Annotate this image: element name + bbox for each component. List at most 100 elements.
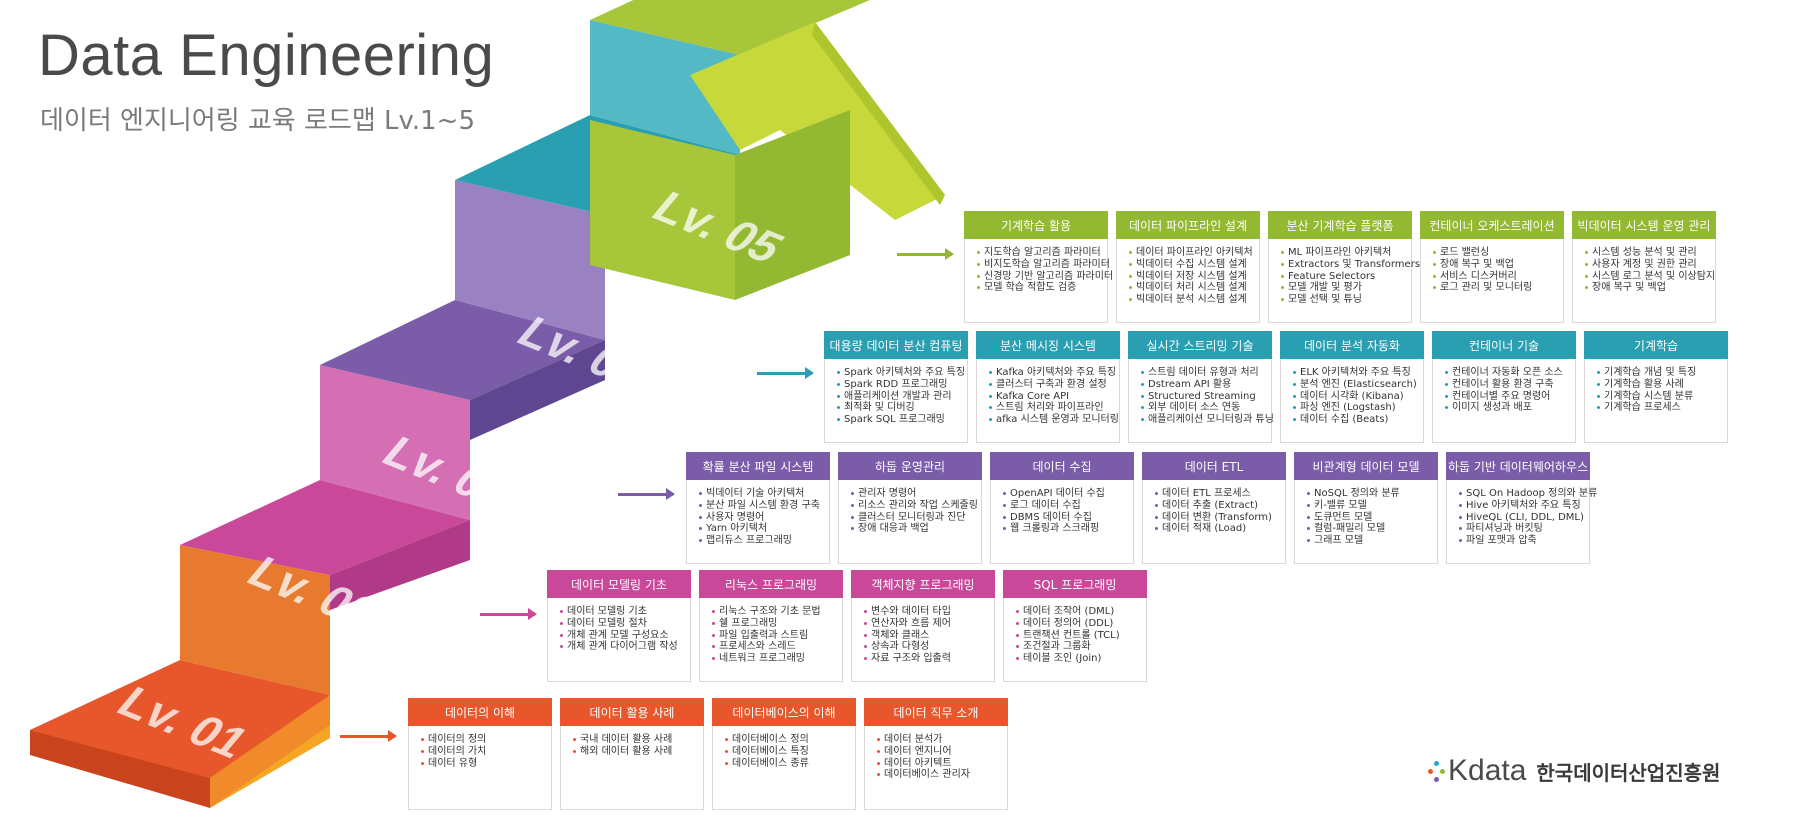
course-topic-item: 개체 관계 다이어그램 작성: [560, 641, 684, 653]
course-topic-item: 데이터 수집 (Beats): [1293, 414, 1417, 426]
course-topic-item: 로드 밸런싱: [1433, 247, 1557, 259]
course-card-title: 기계학습 활용: [964, 211, 1108, 239]
course-topic-item: 상속과 다형성: [864, 641, 988, 653]
course-card-title: 데이터 직무 소개: [864, 698, 1008, 726]
course-topic-item: 네트워크 프로그래밍: [712, 653, 836, 665]
course-topic-item: 데이터 추출 (Extract): [1155, 500, 1279, 512]
course-card-title: 데이터 모델링 기초: [547, 570, 691, 598]
course-topic-item: 빅데이터 기술 아키텍처: [699, 488, 823, 500]
connector-arrow-lv5: [897, 248, 954, 260]
step-wall-lv1: [180, 545, 330, 695]
course-topic-item: 그래프 모델: [1307, 535, 1431, 547]
course-topic-item: 빅데이터 분석 시스템 설계: [1129, 294, 1253, 306]
connector-arrow-lv4: [757, 367, 814, 379]
course-topic-item: 데이터베이스 특징: [725, 746, 849, 758]
course-topic-item: 데이터 유형: [421, 758, 545, 770]
course-topic-item: 맵리듀스 프로그래밍: [699, 535, 823, 547]
course-topic-item: 데이터 파이프라인 아키텍처: [1129, 247, 1253, 259]
course-topic-item: 관리자 명령어: [851, 488, 975, 500]
course-card-title: 데이터 파이프라인 설계: [1116, 211, 1260, 239]
course-topic-item: 데이터 정의어 (DDL): [1016, 618, 1140, 630]
course-card-title: 분산 메시징 시스템: [976, 331, 1120, 359]
course-topic-item: 로그 관리 및 모니터링: [1433, 282, 1557, 294]
course-card-title: 컨테이너 기술: [1432, 331, 1576, 359]
course-topic-list: 데이터 조작어 (DML)데이터 정의어 (DDL)트랜잭션 컨트롤 (TCL)…: [1016, 606, 1140, 665]
course-topic-item: Yarn 아키텍처: [699, 523, 823, 535]
course-topic-item: 쉘 프로그래밍: [712, 618, 836, 630]
course-topic-item: 데이터 아키텍트: [877, 758, 1001, 770]
course-topic-item: 키-밸류 모델: [1307, 500, 1431, 512]
course-topic-item: 웹 크롤링과 스크래핑: [1003, 523, 1127, 535]
course-topic-item: 조건절과 그룹화: [1016, 641, 1140, 653]
course-topic-item: 컨테이너 활용 환경 구축: [1445, 379, 1569, 391]
course-topic-item: 클러스터 구축과 환경 설정: [989, 379, 1113, 391]
course-topic-item: 스트림 데이터 유형과 처리: [1141, 367, 1265, 379]
course-topic-item: 신경망 기반 알고리즘 파라미터: [977, 271, 1113, 283]
course-card-title: 데이터의 이해: [408, 698, 552, 726]
course-topic-item: 비지도학습 알고리즘 파라미터: [977, 259, 1110, 271]
course-topic-item: 장애 대응과 백업: [851, 523, 975, 535]
step-top-lv3: [320, 300, 605, 400]
course-topic-item: 데이터베이스 관리자: [877, 769, 1001, 781]
course-topic-item: 기계학습 시스템 분류: [1597, 391, 1721, 403]
step-side-lv2: [330, 520, 470, 610]
step-wall-lv2: [320, 365, 470, 520]
course-card-title: 리눅스 프로그래밍: [699, 570, 843, 598]
course-card-body: 데이터 조작어 (DML)데이터 정의어 (DDL)트랜잭션 컨트롤 (TCL)…: [1003, 598, 1147, 682]
course-topic-item: 모델 선택 및 튜닝: [1281, 294, 1405, 306]
course-card-title: SQL 프로그래밍: [1003, 570, 1147, 598]
course-topic-item: 해외 데이터 활용 사례: [573, 746, 697, 758]
step-side-lv1: [210, 695, 330, 808]
connector-arrow-lv2: [480, 608, 537, 620]
course-card-title: 확률 분산 파일 시스템: [686, 452, 830, 480]
course-topic-item: NoSQL 정의와 분류: [1307, 488, 1431, 500]
course-topic-item: 데이터 조작어 (DML): [1016, 606, 1140, 618]
course-topic-item: Structured Streaming: [1141, 391, 1265, 403]
course-topic-item: Spark RDD 프로그래밍: [837, 379, 961, 391]
course-topic-item: 개체 관계 모델 구성요소: [560, 630, 684, 642]
course-topic-item: 서비스 디스커버리: [1433, 271, 1557, 283]
page-subtitle: 데이터 엔지니어링 교육 로드맵 Lv.1~5: [40, 106, 476, 136]
course-topic-item: 분석 엔진 (Elasticsearch): [1293, 379, 1417, 391]
course-topic-item: 데이터의 정의: [421, 734, 545, 746]
course-card-title: 데이터 수집: [990, 452, 1134, 480]
course-card-title: 하둡 운영관리: [838, 452, 982, 480]
course-topic-item: 스트림 처리와 파이프라인: [989, 402, 1113, 414]
